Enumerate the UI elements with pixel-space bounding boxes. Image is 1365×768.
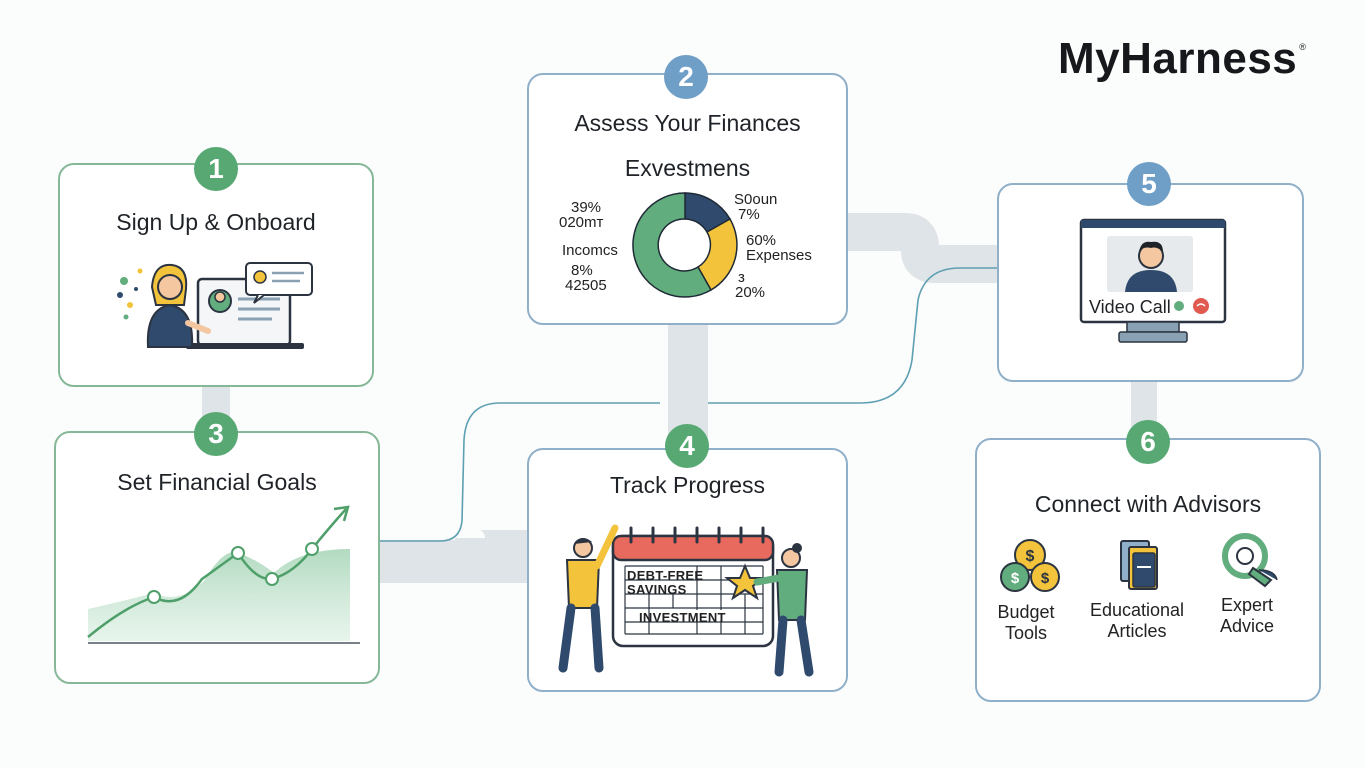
step-5-badge: 5 <box>1127 162 1171 206</box>
finance-label-right-4: Expenses <box>746 247 812 264</box>
resource-budget-tools: Budget Tools <box>985 602 1067 644</box>
step-6-title: Connect with Advisors <box>1034 491 1262 517</box>
step-1-card: Sign Up & Onboard <box>58 163 374 387</box>
progress-calendar-icon <box>558 524 814 677</box>
coins-icon: $ $ $ <box>1000 539 1060 592</box>
step-4-title: Track Progress <box>609 472 766 498</box>
calendar-row-savings: SAVINGS <box>627 582 687 597</box>
svg-text:$: $ <box>1011 570 1020 587</box>
articles-icon <box>1120 540 1158 590</box>
video-call-monitor-icon <box>1079 218 1227 343</box>
finance-label-right-6: 20% <box>735 284 766 301</box>
onboarding-illustration-icon <box>117 262 313 349</box>
step-4-badge: 4 <box>665 424 709 468</box>
calendar-row-investment: INVESTMENT <box>639 610 726 625</box>
resource-expert-advice-line2: Advice <box>1219 616 1275 636</box>
expert-advice-icon <box>1222 533 1278 588</box>
resource-budget-tools-line2: Tools <box>1004 623 1048 643</box>
registered-mark: ® <box>1299 42 1307 52</box>
growth-chart-icon <box>87 505 360 644</box>
video-call-label: Video Call <box>1089 297 1171 317</box>
finance-label-left-4: 8% <box>571 262 593 279</box>
finance-label-left-3: Incomcs <box>562 242 618 259</box>
resource-educational-articles-line2: Articles <box>1107 621 1167 641</box>
step-6-card: Connect with Advisors $ $ $ Budget Tools… <box>975 438 1321 702</box>
step-4-card: Track Progress <box>527 448 848 692</box>
brand-name: MyHarness <box>1058 34 1298 83</box>
step-1-title: Sign Up & Onboard <box>116 209 316 235</box>
finance-label-right-1: S0oun <box>734 191 778 208</box>
step-6-badge: 6 <box>1126 420 1170 464</box>
resource-budget-tools-line1: Budget <box>997 602 1055 622</box>
brand-logo: MyHarness® <box>1058 34 1307 84</box>
step-3-title: Set Financial Goals <box>117 469 317 495</box>
finance-label-left-2: 020mт <box>559 214 604 231</box>
finance-donut-chart-icon <box>632 192 738 298</box>
step-2-title: Assess Your Finances <box>574 110 801 136</box>
calendar-row-debt-free: DEBT-FREE <box>627 568 704 583</box>
step-2-card: Assess Your Finances Exvestmens 39% 020m… <box>527 73 848 325</box>
step-3-badge: 3 <box>194 412 238 456</box>
finance-label-left-1: 39% <box>571 199 602 216</box>
step-2-badge: 2 <box>664 55 708 99</box>
resource-educational-articles-line1: Educational <box>1089 600 1185 620</box>
resource-educational-articles: Educational Articles <box>1081 600 1193 642</box>
step-5-card: Video Call <box>997 183 1304 382</box>
resource-expert-advice: Expert Advice <box>1205 595 1289 637</box>
finance-label-right-5: з <box>738 269 745 286</box>
step-2-subtitle: Exvestmens <box>624 155 751 181</box>
finance-label-left-5: 42505 <box>565 277 607 294</box>
svg-text:$: $ <box>1041 570 1050 587</box>
resource-expert-advice-line1: Expert <box>1220 595 1274 615</box>
finance-label-right-3: 60% <box>746 232 777 249</box>
step-3-card: Set Financial Goals <box>54 431 380 684</box>
step-1-badge: 1 <box>194 147 238 191</box>
svg-text:$: $ <box>1026 548 1035 565</box>
finance-label-right-2: 7% <box>738 206 760 223</box>
